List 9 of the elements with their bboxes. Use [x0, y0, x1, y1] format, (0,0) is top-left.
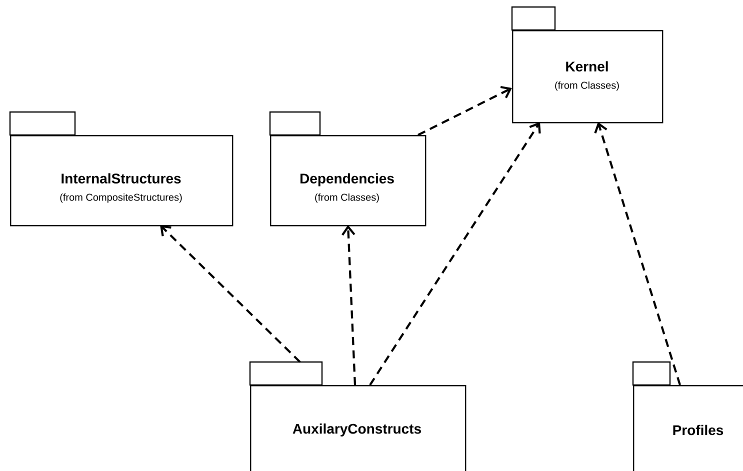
package-box: Profiles: [632, 361, 743, 471]
package-box: AuxilaryConstructs: [249, 361, 466, 471]
dependency-arrow: [369, 122, 541, 386]
dependency-arrow: [594, 122, 682, 386]
package-box: InternalStructures (from CompositeStructures): [9, 111, 234, 226]
dependency-arrow: [418, 86, 512, 136]
package-box: Dependencies (from Classes): [269, 111, 426, 226]
dependency-arrow: [342, 225, 356, 386]
package-box: Kernel (from Classes): [511, 6, 664, 124]
